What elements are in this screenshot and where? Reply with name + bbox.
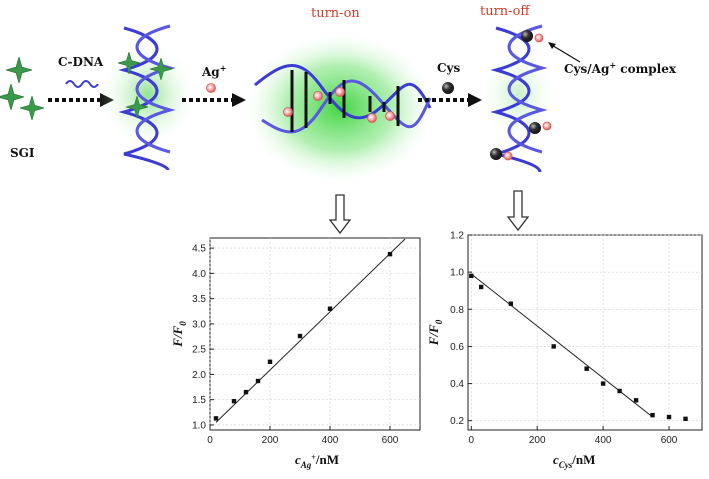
y-tick-label: 1.2	[450, 231, 464, 242]
y-tick-label: 1.5	[192, 395, 206, 406]
data-point	[617, 388, 622, 394]
chart-ag-response: 1.0 1.5 2.0 2.5 3.0 3.5 4.0 4.5 0 200 400 600 F/F0 cA…	[170, 237, 421, 470]
data-point	[600, 381, 606, 386]
dna-helix-icon	[135, 24, 176, 154]
x-tick-label: 400	[595, 435, 612, 446]
ag-label: Ag+	[201, 63, 226, 79]
x-axis-title: cAg+/nM	[295, 452, 339, 470]
y-tick-label: 3.5	[192, 294, 206, 305]
y-tick-label: 0.2	[450, 416, 464, 427]
data-point	[683, 416, 688, 422]
silver-ion-icon	[335, 87, 345, 97]
data-point	[213, 416, 219, 421]
silver-ion-icon	[206, 83, 216, 93]
data-point	[508, 301, 514, 306]
y-tick-label: 0.8	[450, 305, 464, 316]
silver-ion-icon	[542, 121, 552, 131]
x-tick-label: 0	[207, 435, 213, 446]
data-point	[666, 414, 672, 420]
data-point	[584, 366, 589, 371]
sgi-dye-icon	[0, 84, 24, 110]
base-pair-rungs	[290, 70, 400, 132]
sgi-label: SGI	[10, 146, 35, 160]
cysteine-icon	[442, 82, 454, 94]
data-point	[650, 412, 655, 418]
cdna-label: C-DNA	[58, 55, 104, 69]
data-point	[469, 273, 474, 279]
sgi-dye-icon	[20, 96, 44, 120]
pointer-line	[549, 43, 581, 63]
arrow-add-ag: Ag+	[182, 63, 246, 107]
hollow-arrow-down-icon	[506, 190, 530, 232]
y-axis-title: F/F0	[426, 319, 444, 346]
cysteine-icon	[490, 148, 502, 160]
data-point	[243, 389, 249, 395]
y-tick-label: 2.0	[192, 370, 206, 381]
cys-label: Cys	[437, 61, 461, 75]
scheme-stage-free-sgi: SGI	[0, 57, 44, 160]
dna-helix-icon	[118, 26, 170, 171]
x-tick-label: 200	[262, 435, 279, 446]
x-tick-label: 600	[382, 435, 399, 446]
hollow-arrow-down-icon	[328, 194, 352, 235]
arrow-head-icon	[468, 93, 482, 107]
y-axis-title: F/F0	[170, 321, 188, 348]
y-tick-label: 1.0	[192, 420, 206, 431]
dna-duplex-icon	[261, 79, 432, 134]
scheme-stage-turn-off-helix: turn-off Cys/Ag+ complex	[478, 4, 677, 173]
data-point	[255, 378, 261, 384]
data-point	[551, 344, 556, 349]
silver-ion-icon	[385, 111, 395, 121]
arrow-add-cys: Cys	[418, 61, 482, 107]
fluorescence-glow	[98, 40, 198, 150]
y-tick-label: 0.6	[450, 342, 464, 353]
turn-off-label: turn-off	[480, 4, 531, 19]
silver-ion-icon	[283, 107, 293, 117]
complex-label: Cys/Ag+ complex	[564, 60, 677, 76]
cdna-strand-icon	[65, 80, 99, 88]
fit-line	[470, 273, 653, 418]
y-tick-label: 4.0	[192, 269, 206, 280]
data-point	[478, 284, 484, 290]
data-point	[633, 398, 639, 403]
cysteine-icon	[529, 122, 541, 134]
x-tick-label: 600	[661, 435, 678, 446]
y-tick-label: 3.0	[192, 319, 206, 330]
turn-on-label: turn-on	[311, 6, 360, 21]
data-point	[231, 399, 237, 404]
data-point	[267, 359, 273, 364]
down-arrow-right	[506, 190, 530, 232]
x-tick-label: 200	[529, 435, 546, 446]
plot-frame	[209, 237, 421, 431]
y-tick-label: 4.5	[192, 244, 206, 255]
plot-frame	[467, 234, 703, 431]
y-tick-label: 2.5	[192, 345, 206, 356]
y-tick-label: 0.4	[450, 379, 464, 390]
arrow-head-icon	[232, 93, 246, 107]
cysteine-icon	[521, 30, 533, 42]
scheme-stage-sgi-bound-helix	[98, 24, 198, 171]
dna-duplex-icon	[254, 64, 432, 120]
y-tick-label: 1.0	[450, 268, 464, 279]
data-point	[387, 251, 393, 257]
chart-cys-response: 0.2 0.4 0.6 0.8 1.0 1.2 0 200 400 600 F/F0 cCys/nM	[426, 231, 703, 470]
silver-ion-icon	[367, 113, 377, 123]
scheme-stage-turn-on-duplex: turn-on	[242, 6, 438, 186]
dna-helix-icon	[507, 24, 548, 154]
data-point	[327, 306, 333, 311]
down-arrow-left	[328, 194, 352, 235]
data-point	[297, 333, 303, 339]
x-tick-label: 400	[322, 435, 339, 446]
silver-ion-icon	[534, 33, 544, 43]
silver-ion-icon	[313, 91, 323, 101]
x-axis-title: cCys/nM	[553, 452, 595, 470]
sgi-dye-icon	[6, 57, 32, 83]
pointer-arrow-icon	[548, 42, 556, 49]
silver-ion-icon	[503, 151, 513, 161]
x-tick-label: 0	[469, 435, 475, 446]
